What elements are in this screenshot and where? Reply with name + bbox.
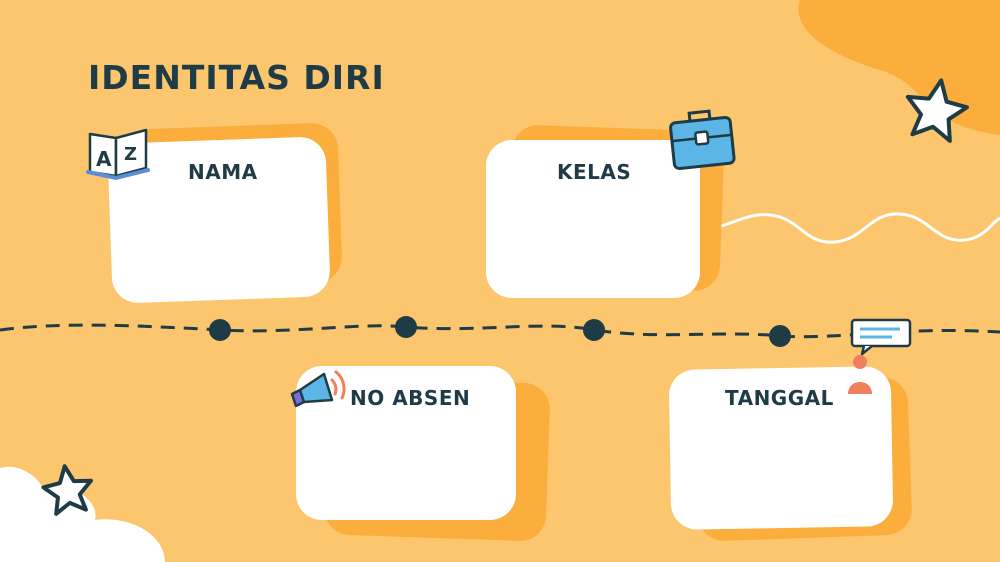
blob-top-right xyxy=(798,0,1000,135)
star-icon-bottom-left xyxy=(41,464,93,516)
wavy-line xyxy=(699,212,1000,244)
card-no-absen xyxy=(296,366,516,520)
card-label-tanggal: TANGGAL xyxy=(725,386,834,410)
briefcase-icon xyxy=(669,109,736,170)
book-icon: A Z xyxy=(86,128,150,181)
slide-title: IDENTITAS DIRI xyxy=(88,58,385,97)
megaphone-icon xyxy=(290,370,346,408)
timeline-dot-1 xyxy=(209,319,231,341)
dashed-timeline xyxy=(0,323,1000,339)
card-label-kelas: KELAS xyxy=(557,160,632,184)
timeline-dot-4 xyxy=(769,325,791,347)
svg-text:A: A xyxy=(96,147,112,171)
card-label-nama: NAMA xyxy=(188,160,258,184)
star-icon-top-right xyxy=(905,78,969,143)
speech-bubble-person-icon xyxy=(848,318,912,394)
cloud-bottom-left xyxy=(0,466,165,562)
timeline-dot-3 xyxy=(583,319,605,341)
svg-text:Z: Z xyxy=(124,144,137,165)
card-kelas xyxy=(486,140,700,298)
card-label-no-absen: NO ABSEN xyxy=(350,386,471,410)
timeline-dot-2 xyxy=(395,316,417,338)
